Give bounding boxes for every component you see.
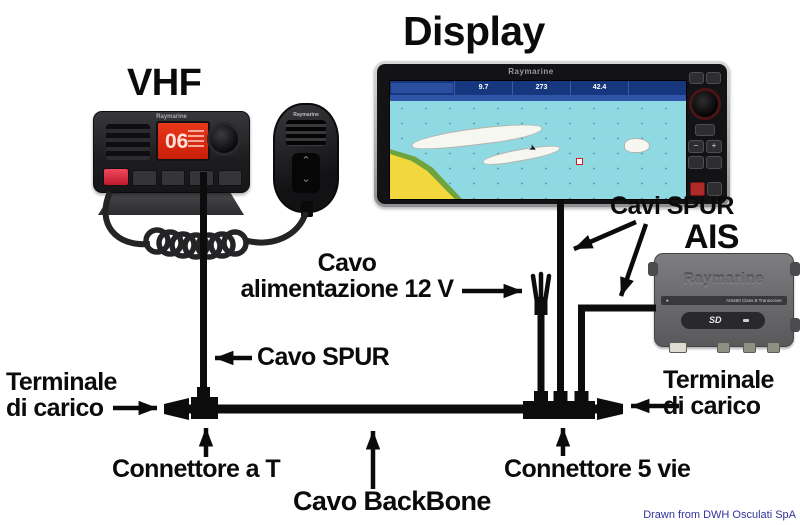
label-terminale-left: Terminale di carico [6,369,117,421]
menu-button [706,72,721,84]
back-button [695,124,715,136]
chartplotter-brand-text: Raymarine [508,67,554,76]
home-button [689,72,704,84]
ais-model-text: AIS650 Class B Transceiver [725,298,782,303]
vhf-mounting-bracket [98,191,244,215]
ais-transceiver: Raymarine ● AIS650 Class B Transceiver S… [648,253,800,353]
chartplotter-control-panel: − + [687,70,723,202]
label-cavo-backbone: Cavo BackBone [293,486,491,516]
label-cavo-alimentazione-line1: Cavo [317,249,377,277]
credit-text: Drawn from DWH Osculati SpA [643,509,796,521]
databar-value-3: 42.4 [570,81,628,95]
ais-mount-tab [648,262,658,276]
label-terminale-right-line1: Terminale [663,366,774,394]
databar-value-4 [628,81,686,95]
chartplotter-bezel: Raymarine 9.7 273 42.4 ➤ [377,64,727,204]
zoom-out-button: − [688,140,704,153]
vhf-distress-button [103,168,129,186]
ais-power-connector [669,342,687,353]
ais-label-strip: ● AIS650 Class B Transceiver [661,296,787,305]
mic-speaker-grille [286,120,326,146]
ais-connector-2 [743,342,756,353]
label-connettore-t: Connettore a T [112,455,281,483]
mic-channel-buttons: ⌃⌄ [292,153,320,193]
ais-connector-3 [767,342,780,353]
label-display-title: Display [403,8,545,54]
ais-brand-text: Raymarine [683,270,765,286]
label-cavo-spur: Cavo SPUR [257,343,390,371]
ais-connector-1 [717,342,730,353]
five-way-connector [523,391,595,419]
terminator-right [597,398,623,420]
label-terminale-left-line2: di carico [6,394,104,422]
label-cavo-alimentazione-line2: alimentazione 12 V [240,275,455,303]
databar-subbar [390,95,686,101]
vhf-channel-number: 06 [165,130,189,153]
chartplotter: Raymarine 9.7 273 42.4 ➤ [374,61,730,207]
vhf-lcd-microtext [188,130,204,148]
label-terminale-left-line1: Terminale [6,368,117,396]
power-connector-fork-icon [530,271,552,315]
label-connettore-5vie: Connettore 5 vie [504,455,691,483]
chartplotter-rotary-knob [689,88,721,120]
vhf-rotary-knob [207,122,241,156]
map-island-right [623,138,650,153]
label-vhf-title: VHF [127,62,202,104]
ais-mount-tab [790,262,800,276]
spur-cable-ais [578,304,656,407]
wpt-button [688,156,704,169]
arrow-cavi-spur-1 [573,219,637,252]
arrow-cavi-spur-2 [618,223,649,297]
vhf-button-row [132,170,242,186]
handheld-mic: Raymarine ⌃⌄ [273,103,339,217]
ais-sd-slot: SD [681,312,765,329]
sd-card-icon: SD [709,315,722,325]
databar-coordinates [391,83,453,93]
map-waypoint-marker [576,157,584,165]
vhf-radio: 06 Raymarine [93,111,250,193]
standby-button [707,182,722,196]
vhf-brand-text: Raymarine [156,114,187,120]
t-connector [191,387,218,419]
zoom-in-button: + [706,140,722,153]
mob-button [706,156,722,169]
databar-value-1: 9.7 [454,81,512,95]
power-button [690,182,705,196]
mic-brand-text: Raymarine [293,112,319,118]
label-cavo-alimentazione: Cavo alimentazione 12 V [236,250,458,302]
ais-status-led: ● [666,298,669,303]
vhf-speaker-grille [106,124,150,160]
label-terminale-right: Terminale di carico [663,367,774,419]
databar-value-2: 273 [512,81,570,95]
label-terminale-right-line2: di carico [663,392,761,420]
chartplotter-screen: 9.7 273 42.4 ➤ [389,80,687,200]
ais-mount-tab [790,318,800,332]
coiled-mic-cord [102,190,309,260]
label-cavi-spur: Cavi SPUR [610,192,734,220]
map-water: ➤ [390,101,686,199]
chartplotter-databar: 9.7 273 42.4 [390,81,686,95]
label-ais-title: AIS [684,218,739,256]
terminator-left [164,398,189,420]
